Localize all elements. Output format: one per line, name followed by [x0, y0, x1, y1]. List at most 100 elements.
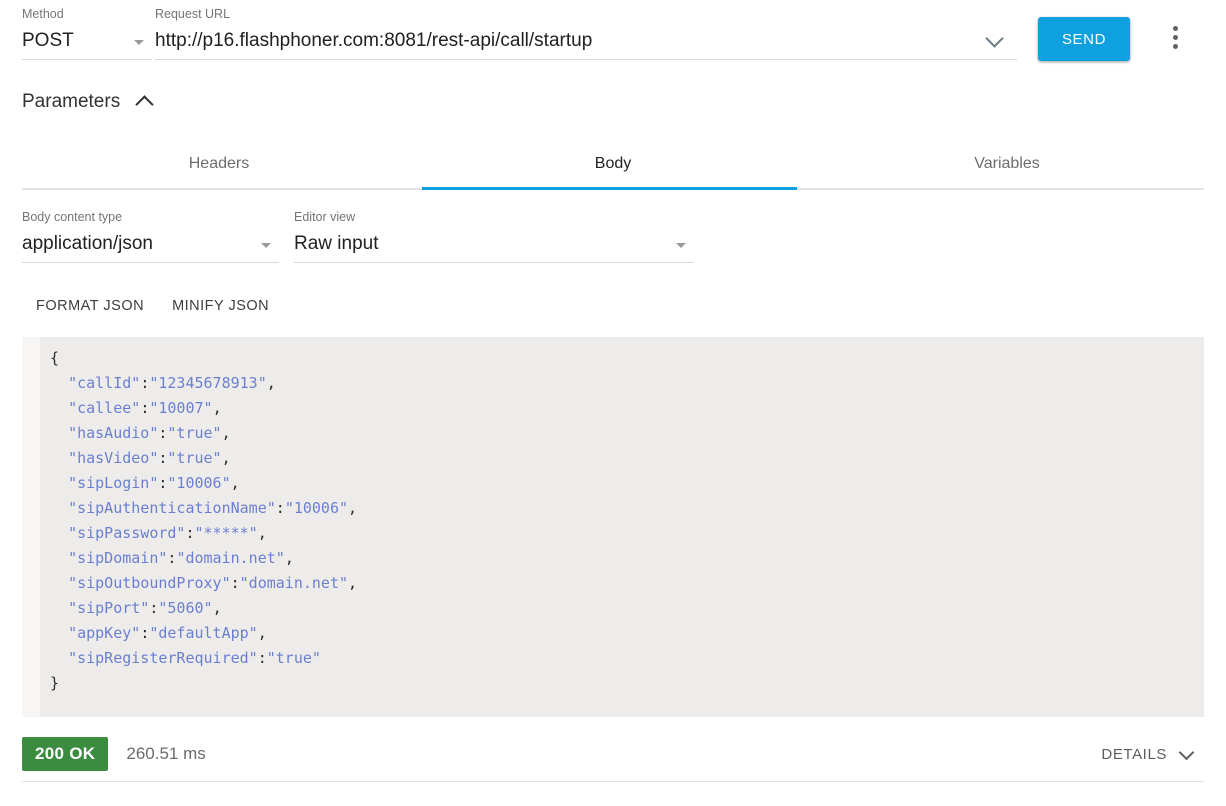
- url-field[interactable]: Request URL http://p16.flashphoner.com:8…: [155, 7, 1017, 60]
- chevron-up-icon[interactable]: [135, 95, 154, 114]
- kebab-dot: [1172, 44, 1178, 49]
- response-duration: 260.51 ms: [126, 744, 206, 763]
- editor-code-content[interactable]: { "callId":"12345678913", "callee":"1000…: [50, 346, 357, 696]
- json-key: "hasAudio": [68, 424, 159, 442]
- json-value: "5060": [158, 599, 213, 617]
- json-key: "sipOutboundProxy": [68, 574, 231, 592]
- json-indent: [50, 424, 68, 442]
- json-colon: :: [140, 374, 150, 392]
- editor-line: "sipPort":"5060",: [50, 596, 357, 621]
- json-key: "sipLogin": [68, 474, 159, 492]
- chevron-down-icon[interactable]: [985, 29, 1004, 48]
- caret-down-icon[interactable]: [134, 40, 144, 45]
- json-colon: :: [167, 549, 177, 567]
- kebab-dot: [1172, 26, 1178, 31]
- editor-line: "hasAudio":"true",: [50, 421, 357, 446]
- body-content-type-value: application/json: [22, 233, 153, 254]
- format-json-button[interactable]: FORMAT JSON: [22, 292, 158, 320]
- url-input-row[interactable]: http://p16.flashphoner.com:8081/rest-api…: [155, 29, 1017, 60]
- caret-down-icon[interactable]: [261, 243, 271, 248]
- chevron-down-icon[interactable]: [1178, 744, 1195, 760]
- method-field[interactable]: Method POST: [22, 7, 152, 60]
- json-colon: :: [149, 599, 159, 617]
- editor-gutter: [22, 337, 40, 717]
- bottom-divider: [22, 781, 1204, 782]
- json-comma: ,: [284, 549, 294, 567]
- json-indent: [50, 624, 68, 642]
- send-button[interactable]: SEND: [1038, 17, 1130, 61]
- json-indent: [50, 574, 68, 592]
- details-label: DETAILS: [1101, 745, 1167, 763]
- tab-variables[interactable]: Variables: [974, 155, 1040, 172]
- json-colon: :: [158, 449, 168, 467]
- json-comma: ,: [266, 374, 276, 392]
- json-punctuation: }: [50, 674, 60, 692]
- json-comma: ,: [221, 449, 231, 467]
- json-value: "10006": [167, 474, 231, 492]
- method-label: Method: [22, 7, 64, 21]
- parameters-toggle[interactable]: Parameters: [22, 90, 154, 114]
- minify-json-button[interactable]: MINIFY JSON: [158, 292, 283, 320]
- method-select[interactable]: POST: [22, 30, 152, 60]
- parameters-tabs: Headers Body Variables: [22, 140, 1204, 190]
- editor-line: "sipLogin":"10006",: [50, 471, 357, 496]
- json-comma: ,: [221, 424, 231, 442]
- json-key: "callee": [68, 399, 141, 417]
- json-body-editor[interactable]: { "callId":"12345678913", "callee":"1000…: [22, 337, 1204, 717]
- url-label: Request URL: [155, 7, 231, 21]
- json-colon: :: [140, 399, 150, 417]
- editor-view-field[interactable]: Editor view Raw input: [294, 210, 694, 263]
- editor-line: "sipDomain":"domain.net",: [50, 546, 357, 571]
- json-key: "sipDomain": [68, 549, 168, 567]
- editor-line: "callee":"10007",: [50, 396, 357, 421]
- parameters-title: Parameters: [22, 91, 121, 112]
- editor-line: "sipRegisterRequired":"true": [50, 646, 357, 671]
- editor-line: }: [50, 671, 357, 696]
- method-value: POST: [22, 30, 74, 51]
- json-key: "sipAuthenticationName": [68, 499, 276, 517]
- editor-line: {: [50, 346, 357, 371]
- json-key: "sipRegisterRequired": [68, 649, 258, 667]
- json-indent: [50, 474, 68, 492]
- json-comma: ,: [257, 624, 267, 642]
- caret-down-icon[interactable]: [676, 243, 686, 248]
- json-colon: :: [185, 524, 195, 542]
- json-indent: [50, 524, 68, 542]
- kebab-dot: [1172, 35, 1178, 40]
- details-toggle[interactable]: DETAILS: [1101, 744, 1204, 763]
- kebab-menu-icon[interactable]: [1163, 26, 1187, 52]
- editor-line: "sipOutboundProxy":"domain.net",: [50, 571, 357, 596]
- json-value: "true": [167, 424, 222, 442]
- editor-view-label: Editor view: [294, 210, 356, 224]
- json-indent: [50, 374, 68, 392]
- json-value: "defaultApp": [149, 624, 258, 642]
- tab-body[interactable]: Body: [594, 155, 632, 172]
- editor-line: "appKey":"defaultApp",: [50, 621, 357, 646]
- json-comma: ,: [212, 599, 222, 617]
- body-content-type-label: Body content type: [22, 210, 123, 224]
- status-badge: 200 OK: [22, 737, 109, 771]
- json-key: "callId": [68, 374, 141, 392]
- tab-active-indicator: [422, 187, 797, 190]
- body-content-type-field[interactable]: Body content type application/json: [22, 210, 279, 263]
- editor-view-select[interactable]: Raw input: [294, 233, 694, 263]
- json-key: "appKey": [68, 624, 141, 642]
- json-comma: ,: [257, 524, 267, 542]
- url-input[interactable]: http://p16.flashphoner.com:8081/rest-api…: [155, 30, 593, 51]
- json-value: "10006": [284, 499, 349, 517]
- tab-headers[interactable]: Headers: [188, 155, 250, 172]
- request-bar: Method POST Request URL http://p16.flash…: [0, 0, 1226, 78]
- json-punctuation: {: [50, 349, 60, 367]
- json-indent: [50, 649, 68, 667]
- json-indent: [50, 549, 68, 567]
- json-indent: [50, 499, 68, 517]
- json-value: "12345678913": [149, 374, 267, 392]
- json-colon: :: [275, 499, 285, 517]
- body-content-type-select[interactable]: application/json: [22, 233, 279, 263]
- json-value: "domain.net": [239, 574, 349, 592]
- json-indent: [50, 399, 68, 417]
- json-value: "true": [266, 649, 321, 667]
- json-value: "true": [167, 449, 222, 467]
- json-comma: ,: [348, 499, 358, 517]
- json-value: "*****": [194, 524, 258, 542]
